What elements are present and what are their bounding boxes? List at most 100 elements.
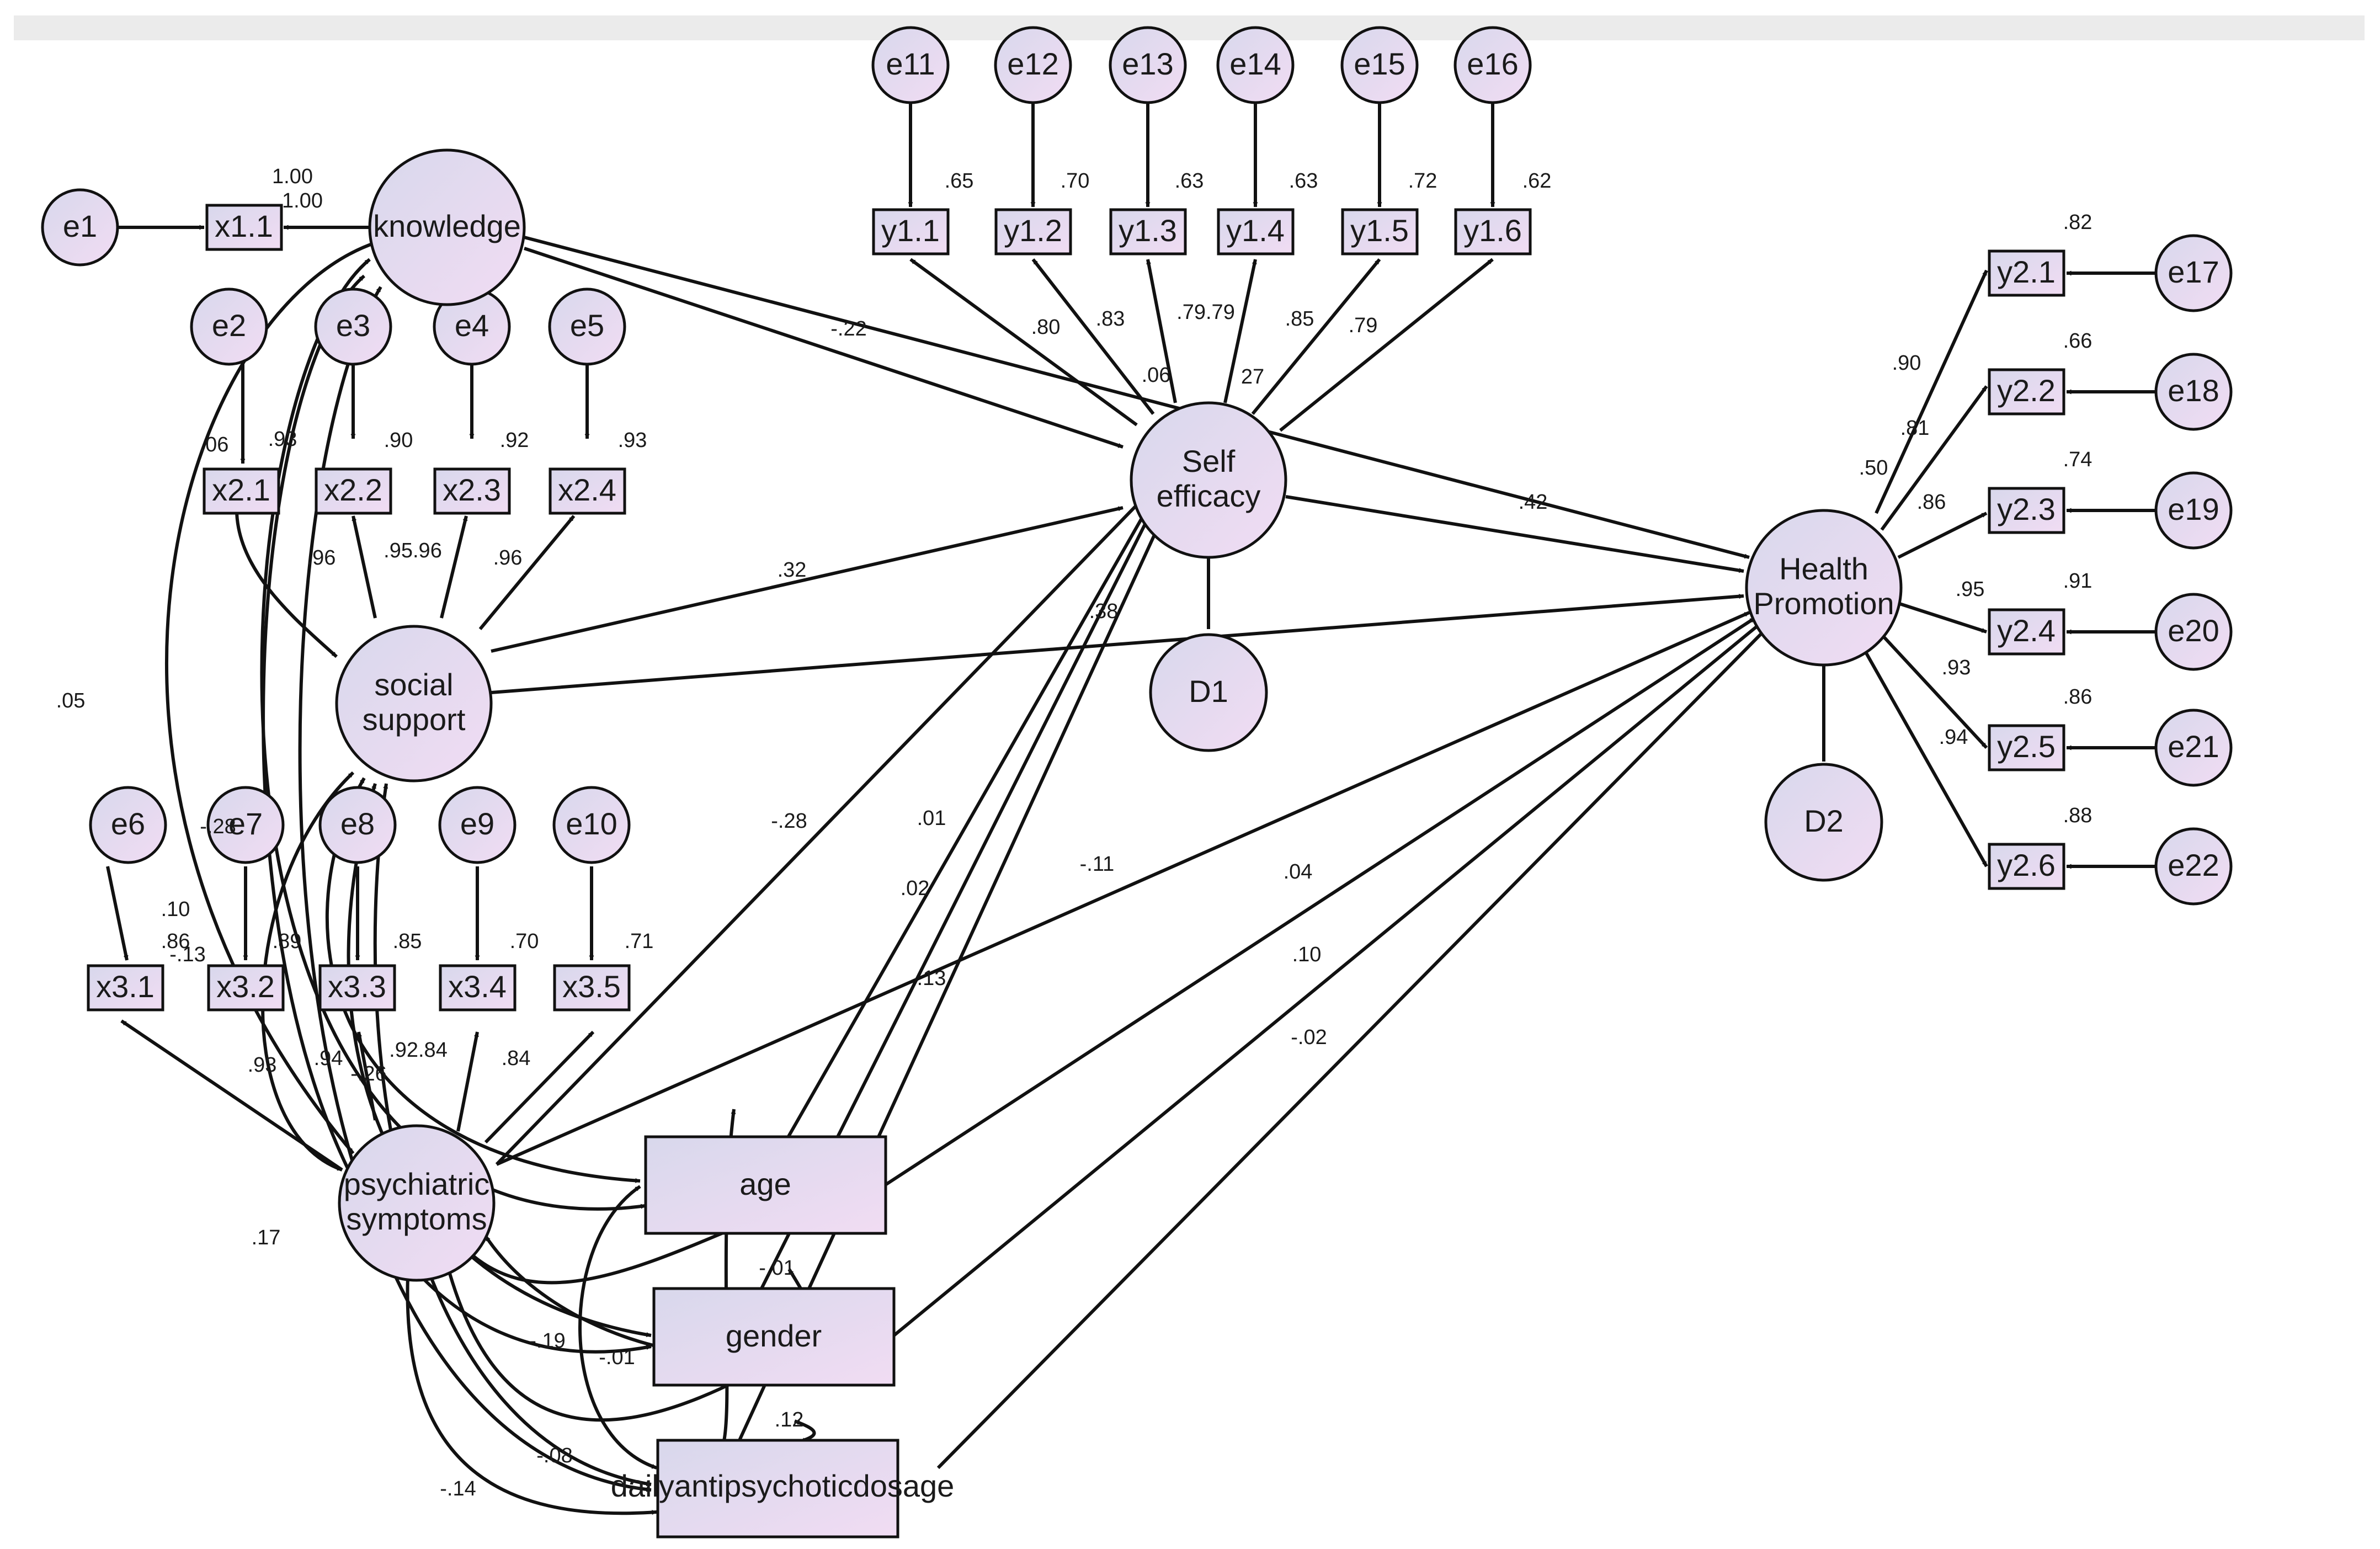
coef-label: .94 [314,1047,343,1070]
error-e12 [994,26,1072,104]
coef-label: .81 [1900,417,1930,440]
coef-label: .65 [945,169,974,193]
observed-gender [652,1287,896,1387]
label-self-efficacy-2: efficacy [1157,478,1261,513]
label-x2-2: x2.2 [324,472,382,507]
disturbance-d2 [1764,763,1883,882]
label-e18: e18 [2168,373,2219,408]
latent-psychiatric-symptoms [338,1124,496,1282]
error-e11 [871,26,950,104]
coef-label: .92 [500,429,529,452]
error-e1 [41,188,119,267]
label-social-support-1: social [374,667,453,702]
label-e21: e21 [2168,729,2219,764]
coef-label: .05 [56,689,86,712]
coef-label: .82 [2063,211,2093,234]
indicator-x2-2 [315,467,392,515]
coef-label: .70 [510,930,539,953]
label-e14: e14 [1229,46,1281,81]
coef-label: .10 [161,898,190,921]
latent-self-efficacy [1130,401,1287,559]
coef-label: .13 [917,967,946,990]
error-e9 [438,786,517,864]
label-x3-2: x3.2 [216,969,275,1004]
label-y2-5: y2.5 [1997,729,2056,764]
coef-label: .90 [384,429,413,452]
coef-label: .95.96 [384,539,442,562]
indicator-y2-6 [1988,843,2065,890]
label-y1-5: y1.5 [1350,213,1409,248]
coef-label: -.19 [529,1329,565,1353]
error-e7 [206,786,285,864]
coef-label: .63 [1175,169,1204,193]
indicator-y2-1 [1988,249,2065,297]
coef-label: .93 [248,1053,277,1077]
indicator-x3-4 [439,964,517,1012]
label-e20: e20 [2168,613,2219,648]
indicator-y2-4 [1988,608,2065,656]
label-y1-6: y1.6 [1463,213,1522,248]
coef-label: .63 [1289,169,1318,193]
coef-label: .79 [1349,314,1378,337]
coef-label: .85 [1285,307,1314,331]
label-y1-4: y1.4 [1226,213,1285,248]
coef-label: -.13 [169,943,205,966]
coef-label: .92.84 [389,1039,448,1062]
error-e18 [2154,353,2233,431]
label-y2-6: y2.6 [1997,848,2056,882]
top-banner [14,15,2365,40]
label-y2-3: y2.3 [1997,492,2056,526]
coef-label: .91 [2063,569,2093,593]
coef-label: .06 [1142,364,1171,387]
indicator-x2-4 [549,467,626,515]
coef-label: .72 [1408,169,1437,193]
indicator-y1-6 [1454,208,1532,255]
indicator-x3-1 [87,964,164,1012]
label-d1: D1 [1189,674,1228,709]
label-age: age [739,1167,791,1201]
label-e2: e2 [212,308,246,343]
label-e8: e8 [340,806,375,841]
coef-label: .38 [1089,600,1119,623]
error-e8 [318,786,397,864]
indicator-y2-2 [1988,368,2065,416]
coef-label: -.01 [599,1346,635,1369]
label-x2-3: x2.3 [443,472,501,507]
indicator-y1-2 [994,208,1072,255]
coef-label: -.14 [440,1477,476,1500]
label-x2-4: x2.4 [558,472,616,507]
coef-label: .95 [1956,578,1985,601]
coef-label: .84 [502,1047,531,1070]
error-e21 [2154,709,2233,787]
error-e2 [190,288,268,366]
coef-label: .17 [252,1226,281,1249]
coef-label: .06 [200,433,229,456]
label-y1-2: y1.2 [1004,213,1062,248]
latent-health-promotion [1745,509,1903,667]
coef-label: .12 [775,1408,804,1431]
coef-label: -.11 [1080,853,1115,876]
coef-label: -.08 [536,1444,572,1467]
coef-label: -.22 [830,317,866,340]
label-x3-3: x3.3 [328,969,386,1004]
error-e10 [552,786,631,864]
indicator-x1-1 [205,204,283,251]
coef-label: .02 [901,877,930,900]
coef-label: -.26 [350,1062,386,1085]
error-e13 [1109,26,1187,104]
label-e1: e1 [63,209,97,243]
label-knowledge: knowledge [373,209,521,243]
indicator-y1-4 [1217,208,1295,255]
label-e11: e11 [886,46,935,81]
coef-label: .62 [1522,169,1552,193]
coef-label: .89 [273,930,302,953]
coef-label: -.02 [1291,1026,1327,1049]
label-y1-3: y1.3 [1119,213,1177,248]
label-e9: e9 [460,806,494,841]
label-y2-2: y2.2 [1997,373,2056,408]
label-x3-5: x3.5 [562,969,621,1004]
label-e10: e10 [566,806,617,841]
coef-label: .88 [2063,804,2093,827]
label-psychiatric-2: symptoms [346,1201,487,1236]
coef-label: .71 [625,930,654,953]
